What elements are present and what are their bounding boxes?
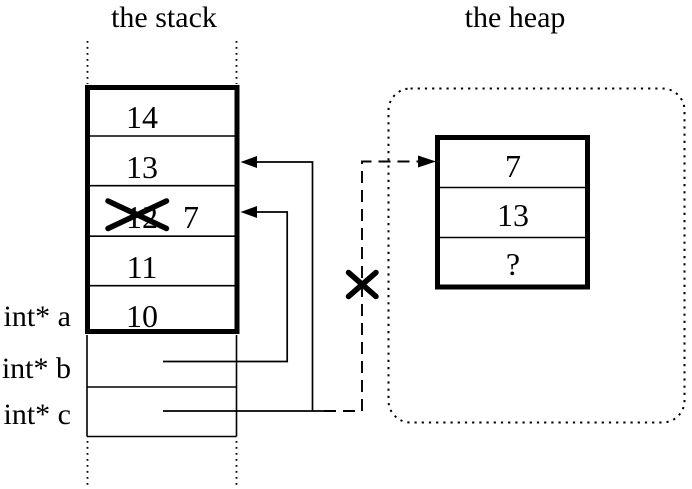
stack-title: the stack [111, 1, 217, 34]
invalid-pointer-cross-icon [345, 269, 379, 300]
stack-cell-new-value: 7 [183, 199, 199, 235]
cross-out-stroke [105, 198, 170, 232]
heap-block-box [435, 135, 590, 290]
var-label-a: int* a [4, 300, 72, 333]
stack-cell-value: 13 [126, 149, 158, 185]
heap-cell-value: ? [506, 246, 520, 282]
stack-cell-value: 11 [127, 249, 158, 285]
heap-cell-value: 7 [505, 148, 521, 184]
pointer-line-c-vertical [256, 161, 314, 411]
cross-out-icon [105, 198, 170, 232]
stack-cell-value: 10 [126, 298, 158, 334]
heap-cell-value: 13 [497, 197, 529, 233]
pointer-b-arrowhead-icon [240, 206, 257, 218]
var-label-c: int* c [4, 398, 72, 431]
heap-title: the heap [465, 1, 566, 34]
stack-cell-value: 14 [126, 99, 158, 135]
pointer-c-arrowhead-icon [240, 156, 257, 168]
var-label-b: int* b [2, 352, 71, 385]
stack-frame-box [85, 85, 240, 334]
heap-arrowhead-icon [418, 155, 436, 168]
pointer-line-b [163, 211, 289, 363]
invalid-cross-stroke [345, 269, 379, 300]
